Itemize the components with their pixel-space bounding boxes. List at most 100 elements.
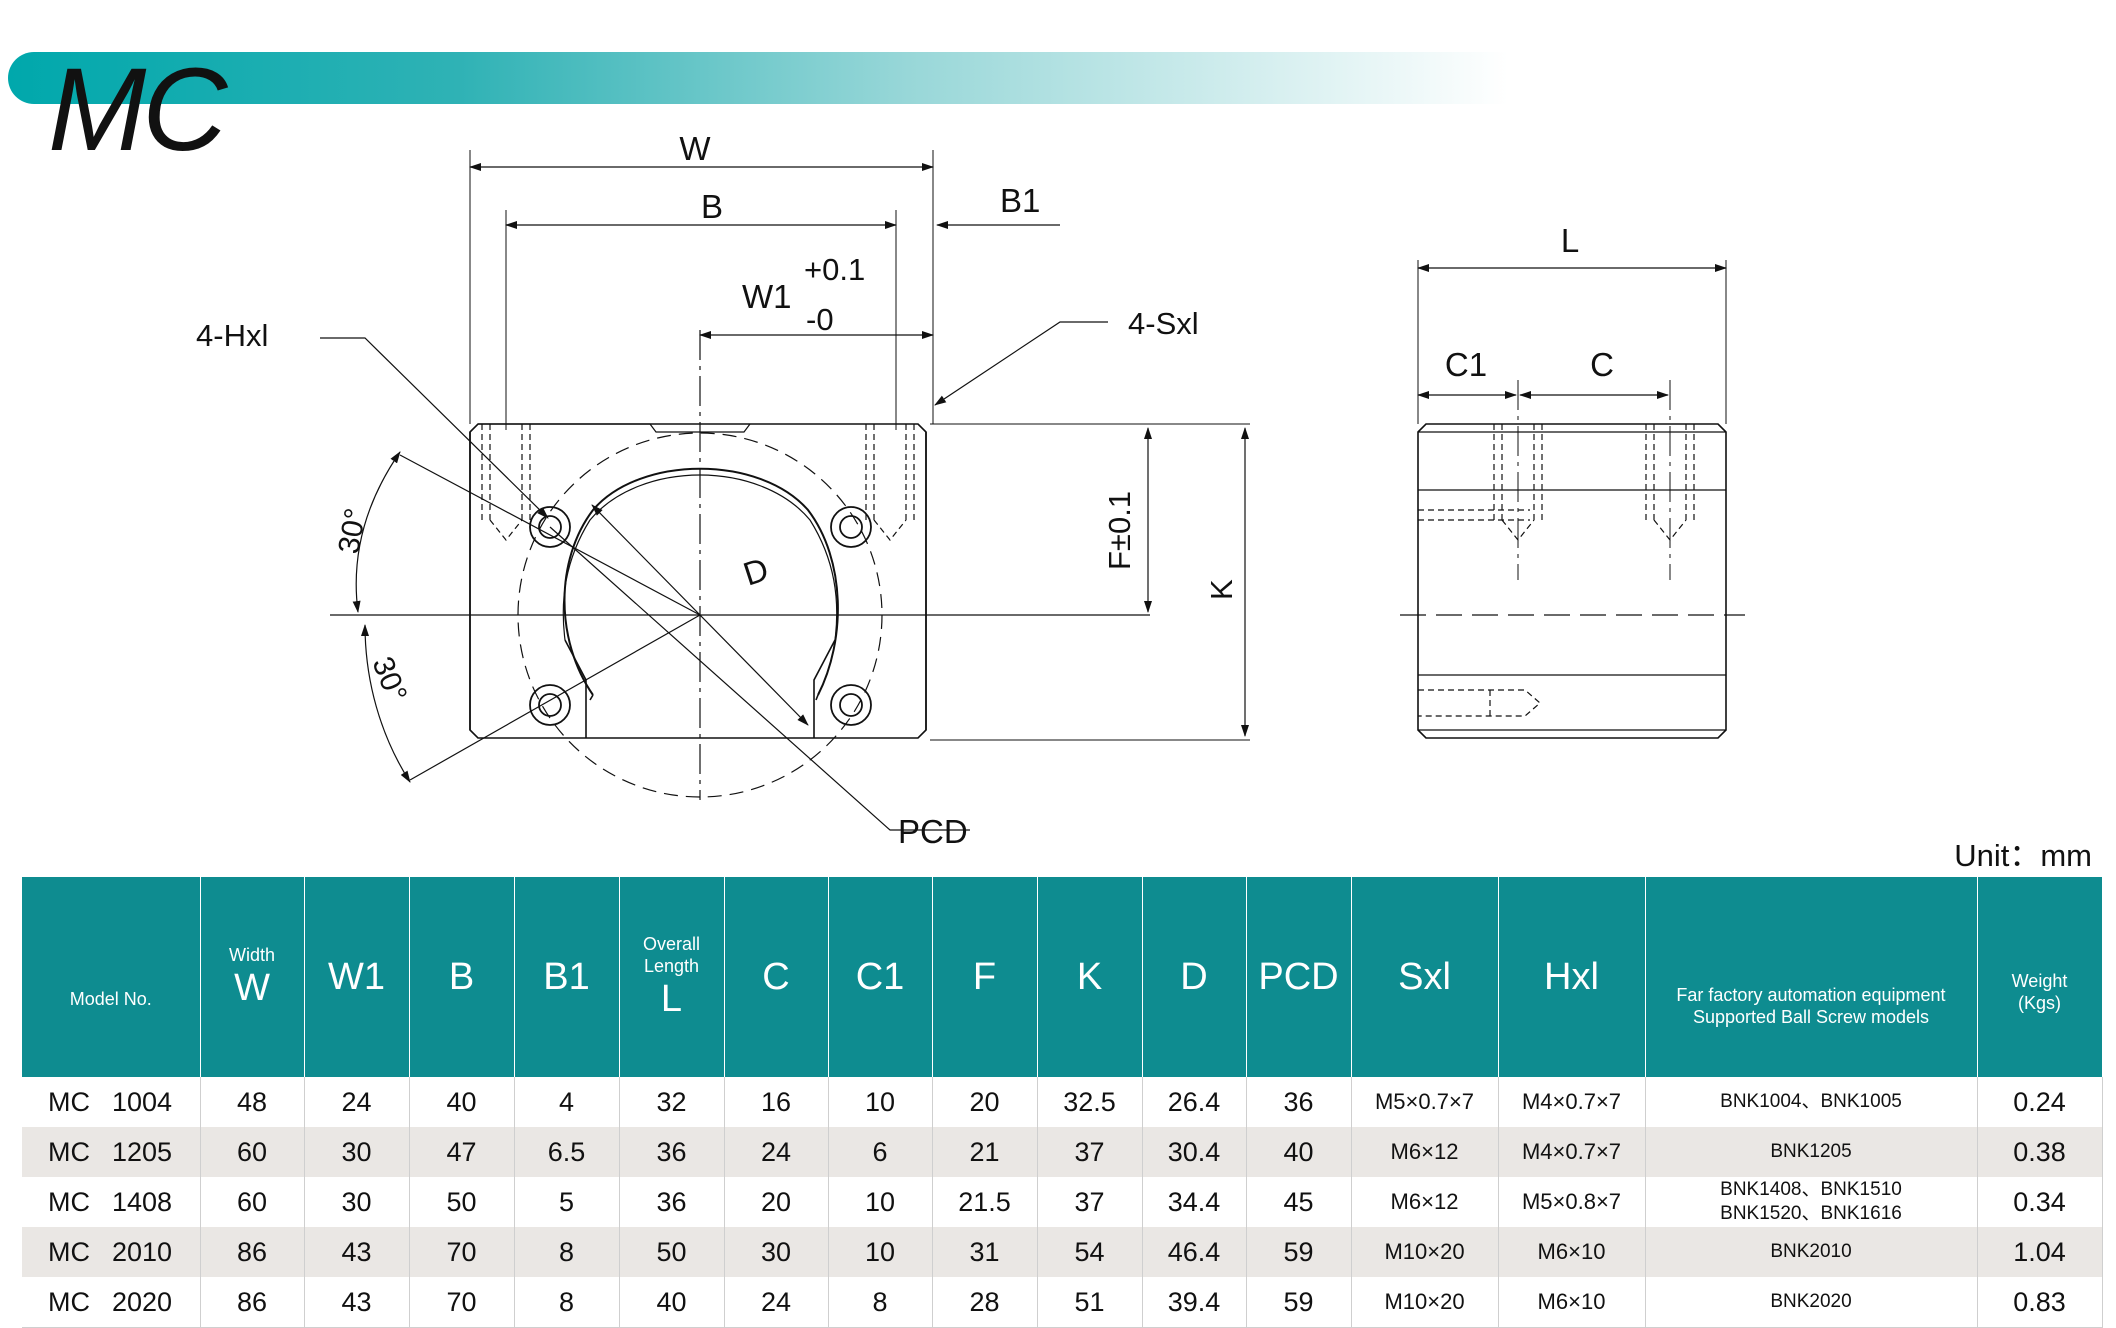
cell-C1: 10 bbox=[828, 1077, 933, 1127]
cell-W1: 43 bbox=[304, 1227, 410, 1277]
side-body-outline bbox=[1417, 423, 1727, 739]
label-angle-top: 30° bbox=[332, 506, 372, 556]
cell-W1: 30 bbox=[304, 1177, 410, 1227]
cell-W1: 43 bbox=[304, 1277, 410, 1328]
cell-L: 50 bbox=[619, 1227, 725, 1277]
cell-D: 46.4 bbox=[1142, 1227, 1247, 1277]
cell-screw-models: BNK1408、BNK1510 BNK1520、BNK1616 bbox=[1645, 1177, 1978, 1227]
cell-C1: 6 bbox=[828, 1127, 933, 1177]
header-K: K bbox=[1037, 877, 1143, 1077]
header-Sxl: Sxl bbox=[1351, 877, 1499, 1077]
cell-C: 16 bbox=[724, 1077, 829, 1127]
cell-Hxl: M5×0.8×7 bbox=[1498, 1177, 1646, 1227]
cell-B1: 8 bbox=[514, 1227, 620, 1277]
cell-model: MC 2020 bbox=[22, 1277, 201, 1328]
cell-L: 32 bbox=[619, 1077, 725, 1127]
label-B1: B1 bbox=[1000, 182, 1040, 219]
cell-Sxl: M6×12 bbox=[1351, 1177, 1499, 1227]
cell-weight: 0.38 bbox=[1977, 1127, 2103, 1177]
cell-Hxl: M6×10 bbox=[1498, 1227, 1646, 1277]
technical-drawing: W B B1 W1 +0.1 -0 4-Hxl 4-Sxl D PCD 30° … bbox=[196, 130, 1745, 850]
cell-F: 31 bbox=[932, 1227, 1038, 1277]
cell-PCD: 40 bbox=[1246, 1127, 1352, 1177]
cell-W1: 24 bbox=[304, 1077, 410, 1127]
cell-K: 54 bbox=[1037, 1227, 1143, 1277]
cell-D: 30.4 bbox=[1142, 1127, 1247, 1177]
cell-weight: 0.34 bbox=[1977, 1177, 2103, 1227]
title-banner: MC bbox=[8, 44, 1508, 176]
model-prefix: MC bbox=[48, 1136, 90, 1167]
cell-L: 36 bbox=[619, 1177, 725, 1227]
cell-B: 50 bbox=[409, 1177, 515, 1227]
cell-L: 40 bbox=[619, 1277, 725, 1328]
model-number: 1004 bbox=[112, 1086, 173, 1117]
cell-Hxl: M4×0.7×7 bbox=[1498, 1127, 1646, 1177]
cell-F: 20 bbox=[932, 1077, 1038, 1127]
cell-D: 34.4 bbox=[1142, 1177, 1247, 1227]
cell-C: 20 bbox=[724, 1177, 829, 1227]
cell-B1: 5 bbox=[514, 1177, 620, 1227]
cell-weight: 0.83 bbox=[1977, 1277, 2103, 1328]
cell-B: 47 bbox=[409, 1127, 515, 1177]
cell-screw-models: BNK1004、BNK1005 bbox=[1645, 1077, 1978, 1127]
cell-K: 37 bbox=[1037, 1177, 1143, 1227]
model-prefix: MC bbox=[48, 1086, 90, 1117]
label-C: C bbox=[1590, 346, 1614, 383]
label-B: B bbox=[701, 188, 723, 225]
model-prefix: MC bbox=[48, 1236, 90, 1267]
cell-L: 36 bbox=[619, 1127, 725, 1177]
header-B1: B1 bbox=[514, 877, 620, 1077]
cell-C: 24 bbox=[724, 1277, 829, 1328]
label-W1: W1 bbox=[742, 278, 792, 315]
header-screw-models: Far factory automation equipment Support… bbox=[1645, 877, 1978, 1077]
header-C1: C1 bbox=[828, 877, 933, 1077]
header-W1: W1 bbox=[304, 877, 410, 1077]
cell-B: 40 bbox=[409, 1077, 515, 1127]
cell-C: 30 bbox=[724, 1227, 829, 1277]
label-angle-bottom: 30° bbox=[366, 652, 414, 706]
cell-screw-models: BNK2010 bbox=[1645, 1227, 1978, 1277]
label-S: 4-Sxl bbox=[1128, 306, 1199, 341]
model-prefix: MC bbox=[48, 1186, 90, 1217]
cell-PCD: 45 bbox=[1246, 1177, 1352, 1227]
page-title: MC bbox=[48, 44, 228, 176]
cell-model: MC 2010 bbox=[22, 1227, 201, 1277]
front-body-outline bbox=[469, 423, 927, 739]
model-number: 2020 bbox=[112, 1286, 173, 1317]
cell-B: 70 bbox=[409, 1277, 515, 1328]
cell-W: 60 bbox=[200, 1177, 305, 1227]
cell-model: MC 1004 bbox=[22, 1077, 201, 1127]
label-tol-minus: -0 bbox=[806, 302, 834, 337]
header-PCD: PCD bbox=[1246, 877, 1352, 1077]
model-prefix: MC bbox=[48, 1286, 90, 1317]
label-L: L bbox=[1561, 222, 1579, 259]
cell-C: 24 bbox=[724, 1127, 829, 1177]
cell-C1: 10 bbox=[828, 1177, 933, 1227]
cell-Sxl: M10×20 bbox=[1351, 1227, 1499, 1277]
label-tol-plus: +0.1 bbox=[804, 252, 865, 287]
cell-D: 39.4 bbox=[1142, 1277, 1247, 1328]
cell-Sxl: M6×12 bbox=[1351, 1127, 1499, 1177]
model-number: 2010 bbox=[112, 1236, 173, 1267]
cell-W: 86 bbox=[200, 1227, 305, 1277]
cell-F: 28 bbox=[932, 1277, 1038, 1328]
label-H: 4-Hxl bbox=[196, 318, 268, 353]
cell-weight: 1.04 bbox=[1977, 1227, 2103, 1277]
cell-Sxl: M5×0.7×7 bbox=[1351, 1077, 1499, 1127]
cell-K: 32.5 bbox=[1037, 1077, 1143, 1127]
cell-screw-models: BNK2020 bbox=[1645, 1277, 1978, 1328]
header-B: B bbox=[409, 877, 515, 1077]
label-PCD: PCD bbox=[898, 813, 968, 850]
header-C: C bbox=[724, 877, 829, 1077]
cell-W: 86 bbox=[200, 1277, 305, 1328]
cell-K: 51 bbox=[1037, 1277, 1143, 1328]
label-D: D bbox=[739, 550, 773, 593]
